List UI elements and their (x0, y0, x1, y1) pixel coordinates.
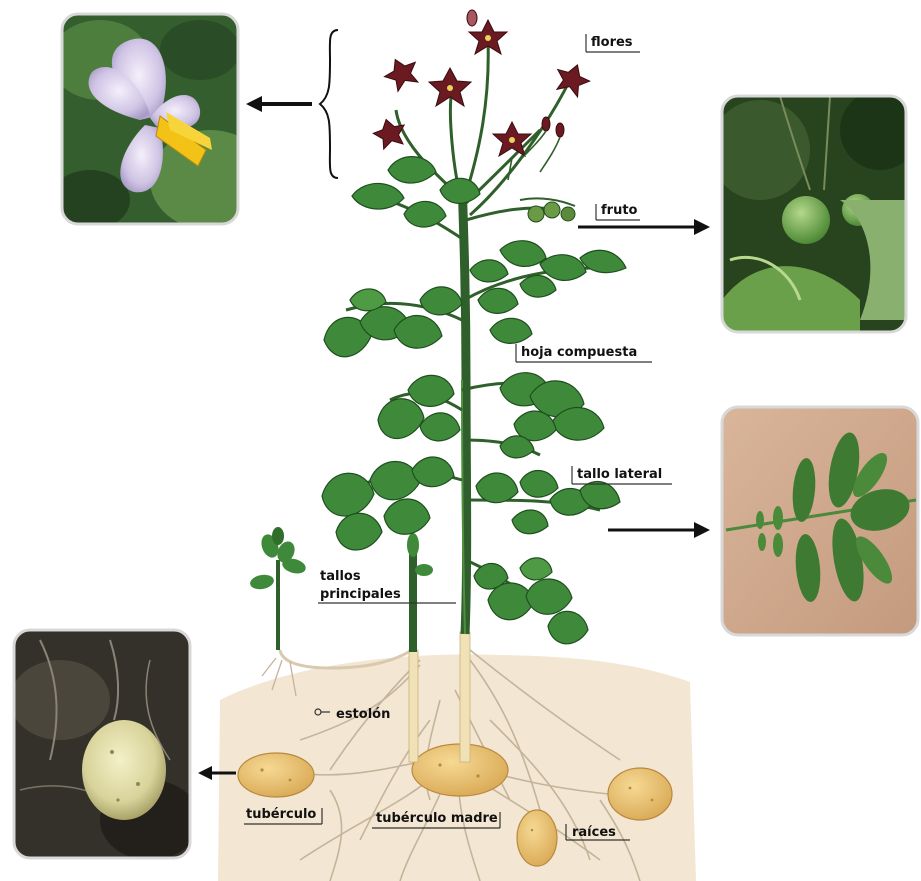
label-estolon: estolón (336, 707, 390, 722)
flowers-brace (320, 30, 338, 178)
label-tallos-principales-line1: tallos (320, 569, 361, 584)
tuber-left (238, 753, 314, 797)
small-sprout (249, 527, 307, 650)
label-tuberculo-madre: tubérculo madre (376, 811, 498, 826)
label-hoja-compuesta: hoja compuesta (521, 345, 637, 360)
foliage (322, 157, 626, 644)
label-fruto: fruto (601, 203, 638, 218)
label-raices: raíces (572, 825, 616, 840)
label-tuberculo: tubérculo (246, 807, 316, 822)
leaf-photo (722, 407, 918, 635)
flower-photo (50, 14, 270, 230)
label-tallos-principales-line2: principales (320, 587, 401, 602)
tuber-right (608, 768, 672, 820)
label-tallo-lateral: tallo lateral (577, 467, 662, 482)
fruit-cluster (520, 198, 575, 222)
label-flores: flores (591, 35, 633, 50)
tuber-bottom (517, 810, 557, 866)
tuber-photo (10, 630, 200, 860)
fruit-photo (710, 90, 920, 332)
